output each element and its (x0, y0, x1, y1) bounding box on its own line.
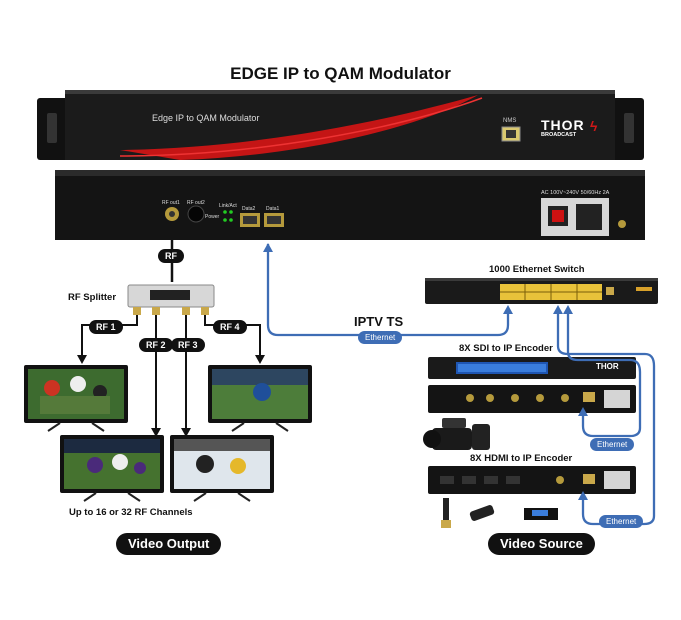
rf-port-2-pill: RF 2 (139, 338, 173, 352)
ethernet-switch-device (425, 278, 658, 304)
rf-splitter-label: RF Splitter (68, 292, 117, 303)
video-source-pill: Video Source (488, 533, 595, 555)
modulator-front-label: Edge IP to QAM Modulator (152, 113, 260, 123)
rf-pill: RF (158, 249, 184, 263)
sdi-encoder-label: 8X SDI to IP Encoder (459, 343, 553, 354)
video-output-pill: Video Output (116, 533, 222, 555)
ethernet-tag-main: Ethernet (358, 331, 403, 344)
hdmi-encoder-device (428, 466, 636, 494)
page-title: EDGE IP to QAM Modulator (230, 64, 451, 83)
rf-channels-label: Up to 16 or 32 RF Channels (69, 507, 193, 518)
modulator-rear-unit (55, 170, 645, 240)
rf-port-3-pill: RF 3 (171, 338, 205, 352)
ethernet-tag-hdmi: Ethernet (599, 515, 644, 528)
power-label: Power (205, 214, 220, 220)
rf-port-4-pill: RF 4 (213, 320, 247, 334)
sdi-encoder-brand: THOR (596, 362, 619, 371)
hdmi-encoder-label: 8X HDMI to IP Encoder (470, 453, 573, 464)
rf-out2-label: RF out2 (187, 200, 205, 206)
video-camera-icon (423, 418, 490, 450)
tv-screen-1 (24, 365, 128, 432)
data1-label: Data1 (266, 206, 280, 212)
rf-splitter-device (127, 284, 215, 315)
ac-power-label: AC 100V~240V 50/60Hz 2A (541, 190, 610, 196)
ethernet-tag-sdi: Ethernet (590, 438, 635, 451)
rf-out1-label: RF out1 (162, 200, 180, 206)
thor-logo: THOR BROADCAST (541, 117, 585, 138)
data2-label: Data2 (242, 206, 256, 212)
ethernet-switch-label: 1000 Ethernet Switch (489, 264, 585, 275)
iptv-ts-label: IPTV TS (354, 314, 404, 329)
tv-screen-3 (170, 435, 274, 502)
link-act-label: Link/Act (219, 203, 237, 209)
tv-screen-4 (208, 365, 312, 432)
hdmi-devices-icon (441, 498, 558, 528)
thor-logo-mark-icon: ϟ (590, 118, 598, 134)
sdi-encoder-device (428, 357, 636, 413)
rf-port-1-pill: RF 1 (89, 320, 123, 334)
nms-label: NMS (503, 118, 517, 124)
tv-screen-2 (60, 435, 164, 502)
modulator-front-unit (37, 90, 644, 160)
